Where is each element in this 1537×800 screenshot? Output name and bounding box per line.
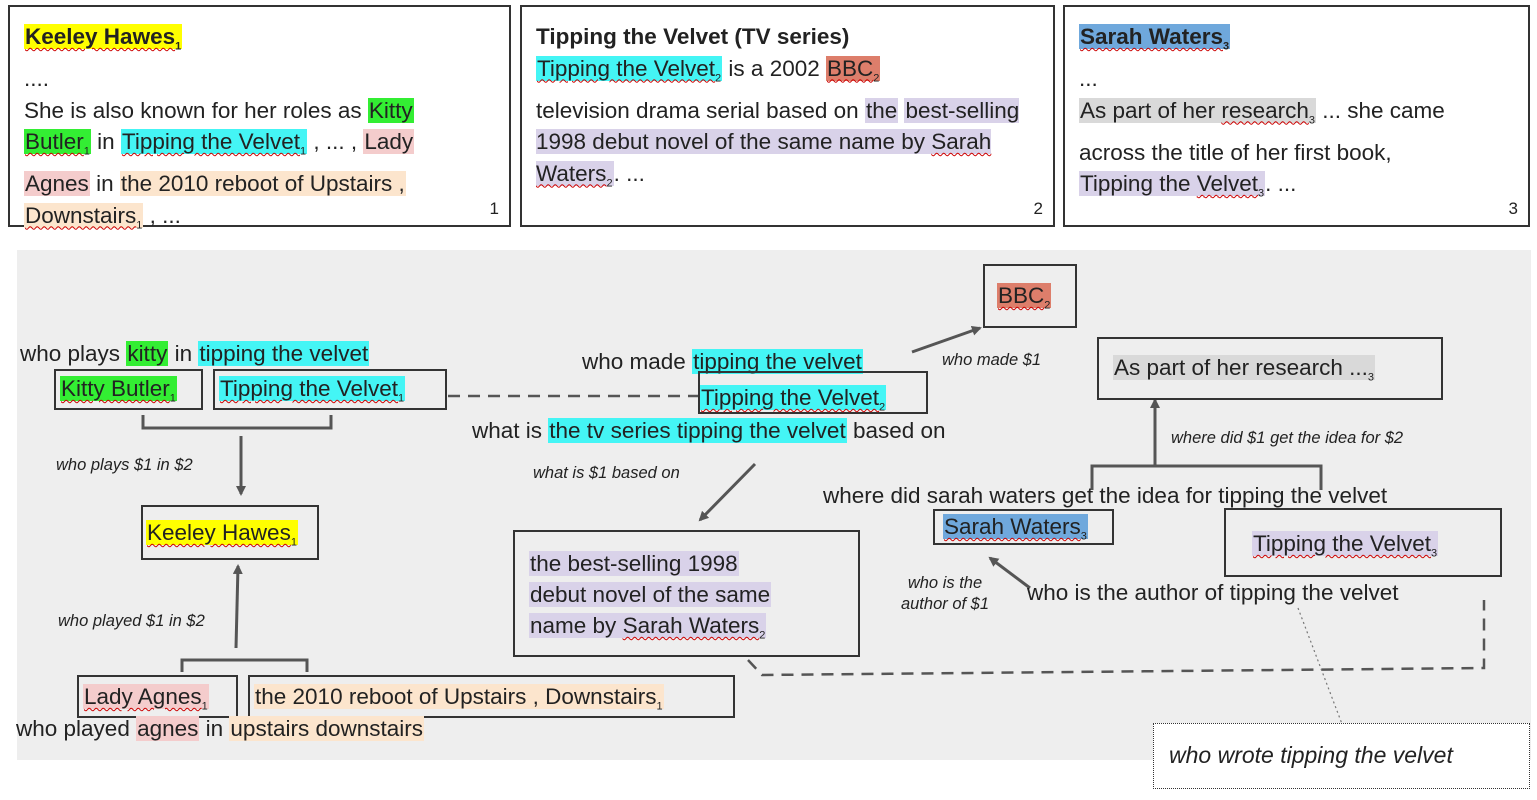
doc1-lady: Lady — [363, 129, 415, 154]
doc1-agnes: Agnes — [24, 171, 90, 196]
document-card-2: Tipping the Velvet (TV series) Tipping t… — [520, 5, 1055, 227]
entity-novel — [513, 530, 860, 657]
doc1-ellipsis: .... — [24, 66, 50, 91]
entity-velvet-2-label: Tipping the Velvet2 — [700, 385, 887, 414]
relation-idea: where did $1 get the idea for $2 — [1171, 429, 1404, 447]
doc1-kitty: Kitty — [367, 97, 414, 123]
doc1-title: Keeley Hawes1 — [24, 24, 183, 53]
relation-based-on: what is $1 based on — [533, 464, 680, 482]
doc1-reboot: the 2010 reboot of Upstairs , — [119, 171, 406, 196]
entity-keeley-hawes — [141, 505, 319, 560]
entity-reboot — [248, 675, 735, 718]
doc1-velvet: Tipping the Velvet1 — [120, 129, 308, 158]
entity-kitty-butler-label: Kitty Butler1 — [60, 376, 177, 405]
question-who-plays-kitty: who plays kitty in tipping the velvet — [20, 341, 370, 366]
entity-velvet-3-label: Tipping the Velvet3 — [1252, 531, 1439, 560]
entity-velvet-2 — [698, 371, 928, 414]
doc3-velvet: Tipping the Velvet3 — [1079, 171, 1266, 200]
doc3-title: Sarah Waters3 — [1079, 24, 1231, 53]
arrow-to-novel — [698, 462, 757, 522]
doc2-the: the — [864, 97, 899, 123]
doc1-downstairs: Downstairs1 — [24, 202, 144, 231]
doc2-velvet: Tipping the Velvet2 — [536, 55, 723, 84]
entity-bbc — [983, 264, 1077, 328]
question-who-played-agnes: who played agnes in upstairs downstairs — [16, 716, 425, 741]
bracket-waters-velvet — [1090, 464, 1323, 490]
document-card-1: Keeley Hawes1 .... She is also known for… — [8, 5, 511, 231]
entity-research-label: As part of her research ...3 — [1113, 355, 1375, 384]
doc1-number: 1 — [489, 199, 499, 218]
doc3-ellipsis: ... — [1079, 66, 1098, 91]
entity-novel-label: the best-selling 1998 debut novel of the… — [529, 551, 772, 642]
doc3-number: 3 — [1508, 199, 1518, 218]
entity-sarah-waters-label: Sarah Waters3 — [943, 514, 1088, 543]
dotted-to-final-question — [1297, 607, 1343, 725]
dashed-novel-velvet3 — [747, 600, 1486, 677]
relation-who-played: who played $1 in $2 — [58, 612, 205, 630]
entity-kitty-butler — [54, 369, 203, 410]
question-based-on: what is the tv series tipping the velvet… — [472, 418, 946, 443]
entity-sarah-waters — [933, 509, 1114, 545]
doc2-title: Tipping the Velvet (TV series) — [536, 24, 850, 49]
arrow-to-waters — [988, 556, 1031, 590]
arrow-to-bbc — [911, 325, 982, 354]
arrow-agnes-to-keeley — [232, 564, 243, 649]
bracket-kitty-velvet — [141, 415, 333, 430]
entity-velvet-1 — [213, 369, 447, 410]
document-card-3: Sarah Waters3 ... As part of her researc… — [1063, 5, 1530, 227]
question-who-made: who made tipping the velvet — [582, 349, 863, 374]
document-text-2: Tipping the Velvet (TV series) Tipping t… — [536, 24, 1020, 189]
entity-bbc-label: BBC2 — [997, 283, 1052, 312]
relation-who-plays: who plays $1 in $2 — [56, 456, 193, 474]
document-text-1: Keeley Hawes1 .... She is also known for… — [24, 24, 415, 231]
final-question-box — [1153, 723, 1530, 789]
entity-velvet-3 — [1224, 508, 1502, 577]
doc1-butler: Butler1 — [24, 129, 91, 158]
document-text-3: Sarah Waters3 ... As part of her researc… — [1079, 24, 1445, 200]
relation-who-made: who made $1 — [942, 351, 1042, 369]
bracket-agnes-reboot — [180, 658, 309, 672]
entity-keeley-hawes-label: Keeley Hawes1 — [146, 520, 298, 549]
entity-research — [1097, 337, 1443, 400]
question-author: who is the author of tipping the velvet — [1027, 580, 1399, 605]
entity-velvet-1-label: Tipping the Velvet1 — [219, 376, 406, 405]
entity-reboot-label: the 2010 reboot of Upstairs , Downstairs… — [254, 684, 664, 713]
question-idea: where did sarah waters get the idea for … — [823, 483, 1388, 508]
entity-lady-agnes-label: Lady Agnes1 — [83, 684, 209, 713]
doc2-bbc: BBC2 — [826, 55, 881, 84]
final-question-label: who wrote tipping the velvet — [1169, 742, 1453, 768]
doc3-research: As part of her research3 — [1079, 97, 1316, 126]
doc2-number: 2 — [1033, 199, 1043, 218]
